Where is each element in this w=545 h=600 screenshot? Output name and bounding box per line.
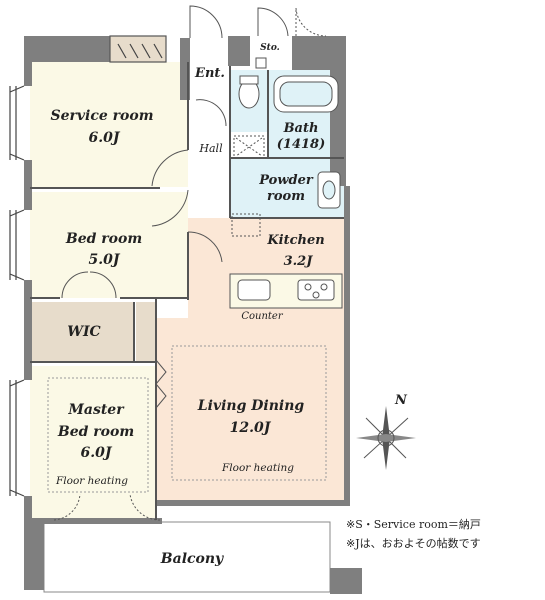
master-floor-heating-label: Floor heating xyxy=(55,475,128,487)
storage-closet-floor xyxy=(136,302,156,362)
compass xyxy=(356,406,416,470)
living-dining-floor xyxy=(156,318,348,504)
kitchen-size: 3.2J xyxy=(284,254,314,269)
note-jo-approx: ※Jは、おおよその帖数です xyxy=(346,537,481,550)
service-room-name: Service room xyxy=(50,108,153,124)
bed-room-name: Bed room xyxy=(65,231,142,247)
bath-size: (1418) xyxy=(277,137,325,152)
wic-name: WIC xyxy=(67,324,100,340)
fridge-space xyxy=(231,213,261,237)
powder-room-name-line2: room xyxy=(267,189,305,204)
living-dining-name: Living Dining xyxy=(197,398,305,414)
counter-label: Counter xyxy=(241,311,283,322)
master-floor-heating-area xyxy=(47,377,149,493)
interior-walls xyxy=(30,62,344,520)
service-room-size: 6.0J xyxy=(89,130,121,146)
living-floor-heating-area xyxy=(171,345,327,481)
powder-room-name-line1: Powder xyxy=(258,173,314,188)
doors xyxy=(53,5,327,521)
living-dining-size: 12.0J xyxy=(230,420,272,436)
note-service-room: ※S・Service room＝納戸 xyxy=(346,518,481,531)
wic-floor xyxy=(30,302,134,362)
balcony-floor xyxy=(43,521,331,593)
shower-floor xyxy=(233,135,265,159)
kitchen-name: Kitchen xyxy=(266,233,324,248)
storage-name: Sto. xyxy=(260,43,280,53)
windows xyxy=(9,35,167,497)
walls xyxy=(24,36,362,594)
bath-name: Bath xyxy=(283,121,319,136)
compass-north-label: N xyxy=(394,393,408,408)
bed-room-size: 5.0J xyxy=(89,252,121,268)
master-bed-room-floor xyxy=(30,366,156,520)
master-bed-room-size: 6.0J xyxy=(81,445,113,461)
kitchen-sink xyxy=(237,279,271,301)
hall-name: Hall xyxy=(198,142,223,155)
balcony-name: Balcony xyxy=(160,551,224,567)
entrance-name: Ent. xyxy=(194,66,225,81)
master-bed-room-name-line1: Master xyxy=(67,402,125,418)
master-bed-room-name-line2: Bed room xyxy=(57,424,134,440)
living-floor-heating-label: Floor heating xyxy=(221,462,294,474)
service-room-floor xyxy=(30,62,188,187)
fixtures xyxy=(229,57,343,309)
